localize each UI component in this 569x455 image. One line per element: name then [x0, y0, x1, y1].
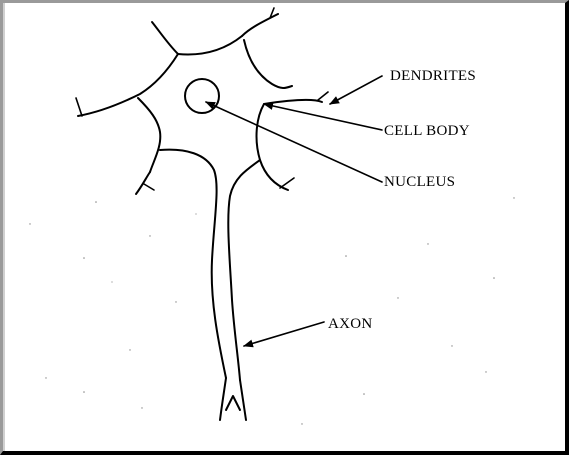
- soma-left-upper-edge: [78, 54, 178, 116]
- scan-speckles: [29, 197, 514, 424]
- label-nucleus: NUCLEUS: [384, 174, 455, 190]
- nucleus-circle: [185, 79, 219, 113]
- dendrite-top-left: [152, 22, 178, 54]
- dendrite-lower-left-branch: [144, 184, 154, 190]
- soma-right-bottom-edge: [228, 160, 260, 380]
- label-cell-body: CELL BODY: [384, 123, 470, 139]
- dendrite-lower-left: [136, 172, 150, 194]
- label-dendrites: DENDRITES: [390, 68, 476, 84]
- dendrite-right: [264, 100, 322, 104]
- axon-terminal-left: [220, 378, 226, 420]
- axon-pointer: [244, 322, 324, 346]
- dendrite-right-tip: [318, 92, 328, 100]
- dendrite-left-tip: [76, 98, 82, 116]
- label-axon: AXON: [328, 316, 373, 332]
- dendrite-top-right: [242, 14, 278, 36]
- dendrites-pointer: [330, 76, 382, 104]
- soma-right-upper-edge: [244, 40, 292, 88]
- soma-right-lower-edge: [257, 104, 288, 190]
- soma-left-middle-edge: [138, 98, 160, 172]
- cell-body-pointer: [264, 104, 382, 130]
- soma-top-edge: [178, 36, 242, 54]
- nucleus-pointer: [206, 102, 382, 182]
- neuron-outline: [76, 8, 328, 420]
- soma-left-lower-edge: [160, 150, 226, 378]
- axon-terminal-notch: [226, 396, 240, 410]
- axon-terminal-right: [240, 380, 246, 420]
- dendrite-lower-right-branch: [280, 178, 294, 188]
